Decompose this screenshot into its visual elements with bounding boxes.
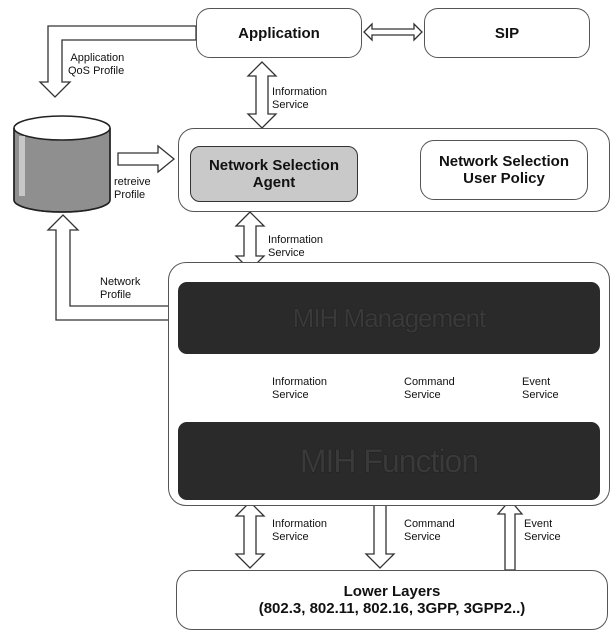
info-service-label-3: Information Service bbox=[272, 376, 328, 401]
qos-profile-arrow bbox=[38, 25, 197, 98]
lower-layers-box: Lower Layers (802.3, 802.11, 802.16, 3GP… bbox=[176, 570, 608, 630]
app-sip-arrow bbox=[363, 22, 423, 42]
policy-label-line2: User Policy bbox=[463, 170, 545, 187]
lower-layers-label-line1: Lower Layers bbox=[343, 583, 441, 600]
info-service-label-4: Information Service bbox=[272, 518, 328, 543]
policy-label-line1: Network Selection bbox=[438, 153, 570, 170]
mih-management-box: MIH Management bbox=[178, 282, 600, 354]
app-qos-profile-label: Application QoS Profile bbox=[68, 52, 125, 77]
event-service-label-2: Event Service bbox=[524, 518, 561, 543]
database-icon bbox=[13, 115, 111, 213]
mih-management-label: MIH Management bbox=[292, 302, 487, 333]
command-service-label-2: Command Service bbox=[404, 518, 455, 543]
mih-function-box: MIH Function bbox=[178, 422, 600, 500]
sip-box: SIP bbox=[424, 8, 590, 58]
application-label: Application bbox=[238, 24, 320, 42]
sip-label: SIP bbox=[494, 24, 520, 42]
info-service-label-2: Information Service bbox=[268, 234, 324, 259]
info-service-label-1: Information Service bbox=[272, 86, 328, 111]
network-selection-agent-box: Network Selection Agent bbox=[190, 146, 358, 202]
event-service-label-1: Event Service bbox=[522, 376, 559, 401]
application-box: Application bbox=[196, 8, 362, 58]
mih-function-label: MIH Function bbox=[299, 442, 479, 479]
info-service-arrow-4 bbox=[234, 501, 266, 569]
network-profile-label: Network Profile bbox=[100, 276, 141, 301]
retrieve-profile-label: retreive Profile bbox=[114, 176, 151, 201]
lower-layers-label-line2: (802.3, 802.11, 802.16, 3GPP, 3GPP2..) bbox=[258, 600, 526, 617]
agent-label-line2: Agent bbox=[252, 174, 296, 191]
agent-label-line1: Network Selection bbox=[208, 157, 340, 174]
user-policy-box: Network Selection User Policy bbox=[420, 140, 588, 200]
command-service-label-1: Command Service bbox=[404, 376, 455, 401]
network-profile-arrow bbox=[46, 214, 179, 321]
db-to-agent-arrow bbox=[117, 144, 176, 174]
event-service-arrow-2 bbox=[496, 499, 524, 571]
command-service-arrow-2 bbox=[364, 501, 396, 569]
